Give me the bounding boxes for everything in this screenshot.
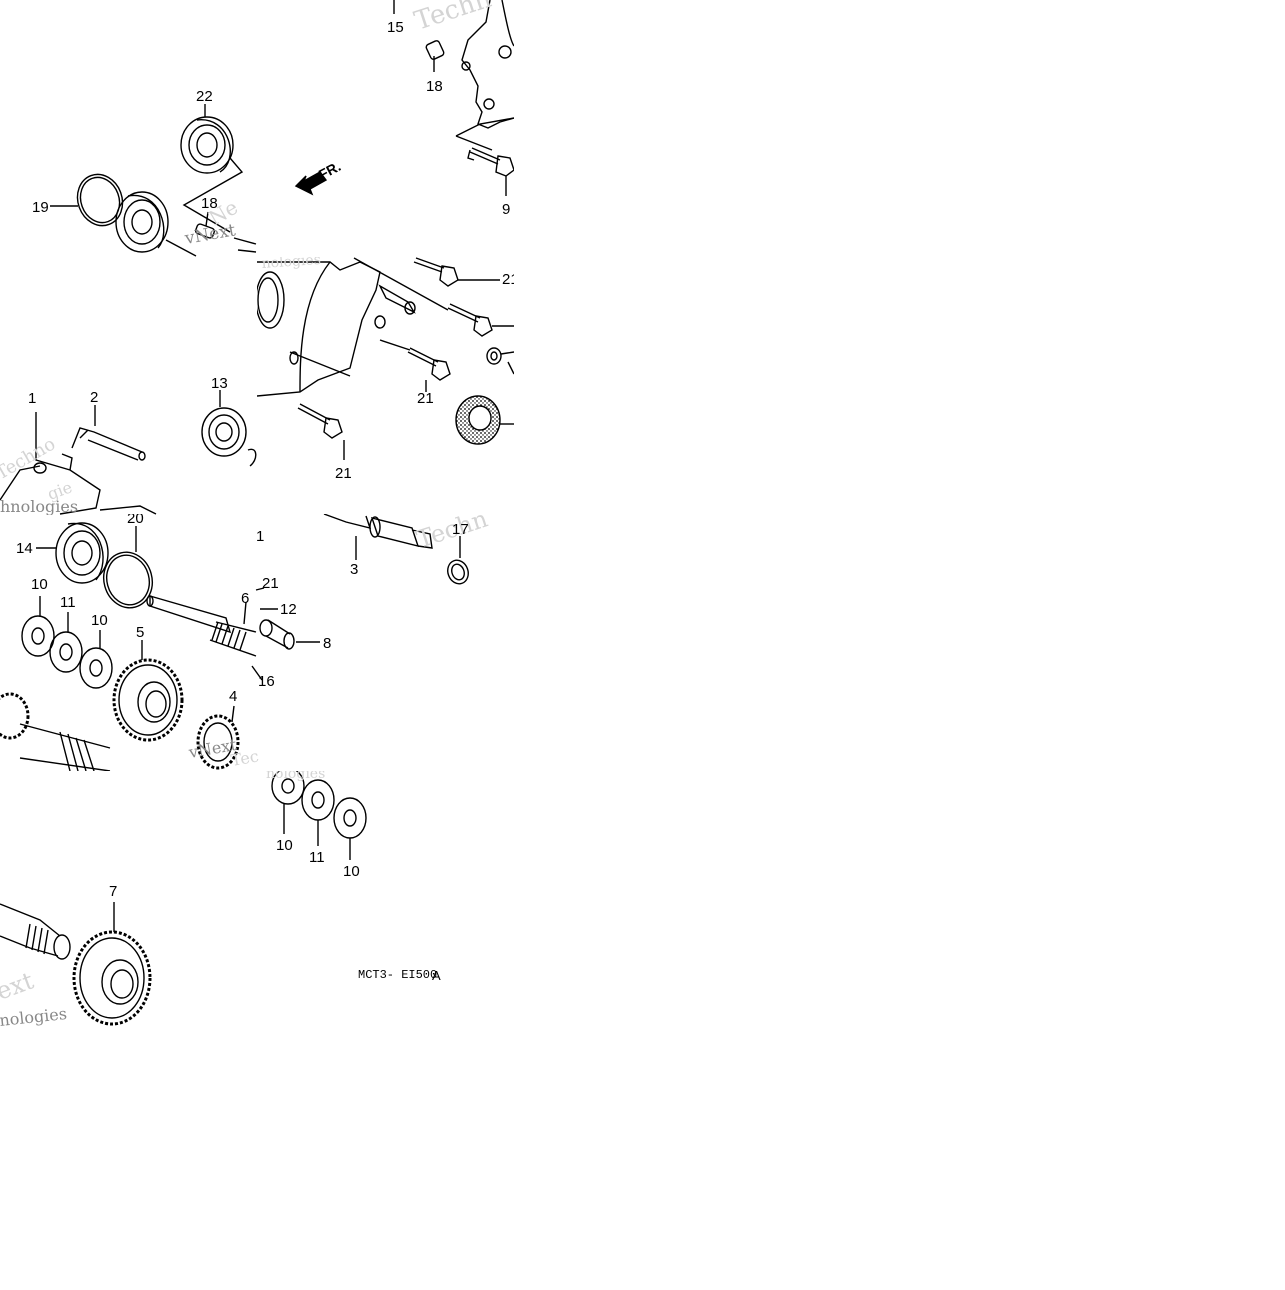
callout-14: 14 <box>16 540 33 557</box>
bolt-21-mid <box>407 347 451 392</box>
bearing-14 <box>36 522 109 584</box>
thrust-washer-11 <box>49 612 83 673</box>
callout-1: 1 <box>28 390 36 407</box>
callout-18: 18 <box>426 78 443 95</box>
collar-bolt-8 <box>259 608 320 650</box>
thrust-washer-10d <box>333 797 367 860</box>
crankcase-left-half <box>257 261 386 397</box>
watermark-text: vNext <box>182 220 237 249</box>
output-shaft <box>0 903 71 960</box>
callout-8: 8 <box>323 635 331 652</box>
callout-11-b: 11 <box>309 849 325 866</box>
callout-19: 19 <box>32 199 49 216</box>
callout-3: 3 <box>350 561 358 578</box>
thrust-washer-10b <box>79 630 113 689</box>
bolt-21-top <box>413 257 500 287</box>
shaft-3 <box>323 514 433 560</box>
lever-rod-2 <box>71 405 146 461</box>
o-ring-17 <box>447 536 469 585</box>
bearing-outer <box>115 191 169 253</box>
drawing-code: MCT3- EI500 <box>358 968 437 982</box>
washer-small <box>486 347 514 365</box>
callout-4: 4 <box>229 688 237 705</box>
svg-text:hnologies: hnologies <box>0 497 78 516</box>
bearing-22 <box>180 104 234 174</box>
gear-7 <box>72 902 152 1026</box>
circlip-20 <box>103 526 153 609</box>
callout-7: 7 <box>109 883 117 900</box>
callout-11: 11 <box>60 594 76 611</box>
watermark-text: nologies <box>261 252 321 272</box>
bearing-13 <box>201 390 247 457</box>
mainshaft <box>0 692 111 771</box>
callout-10-b: 10 <box>91 612 108 629</box>
callout-13: 13 <box>211 375 228 392</box>
bolt-long <box>447 303 514 337</box>
watermark-text: nologies <box>0 1004 68 1030</box>
callout-21-lower: 21 <box>335 465 352 482</box>
drawing-code-suffix: A <box>432 968 441 983</box>
callout-18-lower: 18 <box>201 195 218 212</box>
callout-1-lower: 1 <box>256 528 264 545</box>
circlip-19 <box>50 173 124 227</box>
callout-15: 15 <box>387 19 404 36</box>
flange-bolt-9 <box>467 147 514 196</box>
callout-10: 10 <box>31 576 48 593</box>
thrust-washer-10c <box>271 771 305 834</box>
gearshift-plate-1 <box>0 412 101 515</box>
dowel-pin-18-lower <box>194 211 216 239</box>
oil-seal <box>455 395 514 445</box>
callout-2: 2 <box>90 389 98 406</box>
callout-20: 20 <box>127 510 144 527</box>
callout-21: 21 <box>502 271 519 288</box>
thrust-washer-11b <box>301 779 335 846</box>
callout-12: 12 <box>280 601 297 618</box>
gear-4 <box>196 705 240 770</box>
front-direction-arrow <box>294 171 328 196</box>
callout-10-d: 10 <box>343 863 360 880</box>
countershaft-6 <box>146 595 257 657</box>
callout-17: 17 <box>452 521 469 538</box>
callout-16: 16 <box>258 673 275 690</box>
watermark-text: nologies <box>266 766 325 782</box>
dowel-pin <box>378 284 416 315</box>
callout-9: 9 <box>502 201 510 218</box>
dowel-pin-18 <box>425 40 445 72</box>
callout-22: 22 <box>196 88 213 105</box>
crankcase-cover-right <box>461 0 514 129</box>
callout-10-c: 10 <box>276 837 293 854</box>
thrust-washer-10 <box>21 596 55 657</box>
callout-5: 5 <box>136 624 144 641</box>
callout-21-shaft: 21 <box>262 575 279 592</box>
watermark-text: Tec <box>229 746 260 770</box>
callout-21-mid: 21 <box>417 390 434 407</box>
gear-5 <box>112 640 184 742</box>
watermark-text: Techno <box>0 433 59 484</box>
watermark-text: ext <box>0 966 38 1005</box>
callout-6: 6 <box>241 590 249 607</box>
watermark-text: Techn <box>411 0 495 37</box>
bolt-21-lower <box>297 403 345 460</box>
